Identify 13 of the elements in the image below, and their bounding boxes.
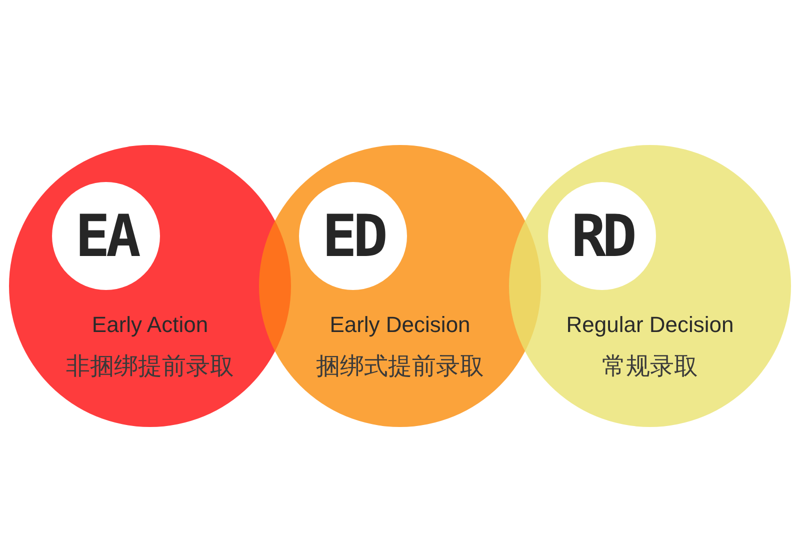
abbreviation: ED [322, 205, 384, 267]
circle-node [509, 145, 791, 427]
term-label: Regular Decision [566, 311, 734, 339]
abbreviation: RD [571, 205, 633, 267]
term-translation: 常规录取 [602, 351, 698, 381]
term-translation: 捆绑式提前录取 [316, 351, 484, 381]
term-label: Early Action [92, 311, 208, 339]
badge-circle [52, 182, 160, 290]
term-translation: 非捆绑提前录取 [66, 351, 234, 381]
badge-circle [548, 182, 656, 290]
abbreviation: EA [75, 205, 137, 267]
term-label: Early Decision [330, 311, 470, 339]
badge-circle [299, 182, 407, 290]
